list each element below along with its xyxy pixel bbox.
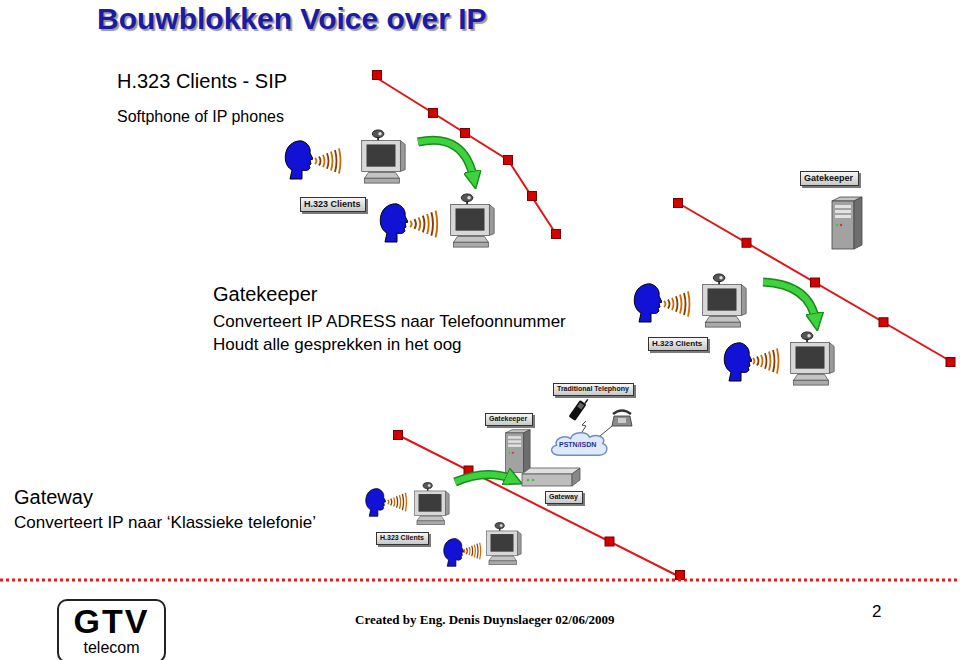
gateway-device [522, 474, 572, 486]
network-node [946, 358, 955, 367]
computer-icon [791, 332, 835, 385]
call-arrow [455, 474, 514, 482]
call-arrow [455, 474, 514, 482]
network-node [373, 71, 382, 80]
speaker-head [380, 204, 408, 242]
description-text: Houdt alle gesprekken in het oog [213, 335, 462, 355]
subheading: Softphone of IP phones [117, 108, 284, 126]
computer-icon [487, 523, 522, 565]
mobile-phone [577, 402, 584, 409]
network-node [676, 571, 685, 580]
speaker-head [724, 343, 752, 381]
call-arrow [763, 282, 816, 322]
node-text: Gatekeeper [489, 415, 527, 423]
logo-text: telecom [83, 640, 139, 657]
call-arrow [763, 282, 816, 322]
network-node [461, 129, 470, 138]
description-text: Converteert IP ADRESS naar Telefoonnumme… [213, 312, 566, 332]
network-cloud: PSTN/ISDN [548, 430, 609, 457]
network-node [879, 318, 888, 327]
device-label: Traditional Telephony [553, 383, 634, 396]
speaker-head [444, 539, 464, 567]
gateway-device [532, 479, 535, 482]
computer-icon [415, 483, 450, 525]
computer-icon [362, 130, 406, 183]
cloud-outline [552, 433, 607, 455]
desk-phone [618, 418, 626, 423]
device-label: Gateway [545, 491, 583, 504]
call-arrow [763, 282, 816, 322]
call-arrow [418, 140, 474, 180]
logo-text: GTV [74, 604, 150, 640]
network-node [528, 192, 537, 201]
network-node [605, 537, 614, 546]
gateway-device [527, 479, 530, 482]
mobile-phone [569, 396, 590, 421]
mobile-phone [569, 400, 587, 421]
sound-waves [753, 348, 779, 373]
sound-waves [388, 493, 407, 511]
desk-phone [612, 416, 632, 426]
speaker-head [285, 141, 313, 179]
section-heading: Gateway [14, 486, 93, 509]
speaker-head [366, 489, 386, 517]
section-heading: Gatekeeper [213, 283, 318, 306]
gateway-device [522, 468, 580, 474]
network-node [674, 199, 683, 208]
gateway-device [572, 468, 580, 486]
device-label: H.323 Clients [300, 197, 366, 212]
computer-icon [703, 274, 747, 327]
server-tower [506, 430, 531, 473]
network-line [678, 203, 952, 362]
network-node [504, 156, 513, 165]
separator-line [0, 579, 960, 582]
page-number: 2 [872, 602, 881, 622]
description-text: Converteert IP naar ‘Klassieke telefonie… [14, 513, 316, 533]
slide-title: Bouwblokken Voice over IP [97, 2, 487, 37]
node-text: H.323 Clients [304, 199, 361, 210]
device-label: Gatekeeper [800, 171, 859, 186]
network-node [394, 431, 403, 440]
node-text: H.323 Clients [652, 339, 702, 349]
section-heading: H.323 Clients - SIP [117, 70, 287, 93]
speaker-head [634, 284, 662, 322]
device-label: H.323 Clients [648, 337, 708, 351]
network-line [398, 435, 680, 577]
telephony-link [600, 426, 612, 436]
device-label: H.323 Clients [376, 532, 429, 545]
node-text: Gatekeeper [804, 173, 853, 184]
sound-waves [315, 148, 341, 173]
telephony-link [582, 421, 586, 432]
computer-icon [451, 194, 495, 247]
sound-waves [410, 211, 437, 238]
desk-phone [612, 411, 632, 427]
mobile-phone [585, 399, 588, 403]
device-label: Gatekeeper [485, 413, 533, 426]
network-node [811, 278, 820, 287]
desk-phone [613, 411, 631, 415]
call-arrow [418, 140, 474, 180]
node-text: H.323 Clients [380, 534, 424, 542]
gateway-device [522, 468, 580, 486]
company-logo: GTVtelecom [57, 599, 166, 660]
call-arrow [455, 474, 514, 482]
network-node [429, 109, 438, 118]
network-node [742, 238, 751, 247]
author-credit: Created by Eng. Denis Duynslaeger 02/06/… [355, 613, 615, 628]
sound-waves [664, 291, 690, 316]
call-arrow [418, 140, 474, 180]
server-tower [832, 197, 862, 249]
sound-waves [464, 543, 481, 560]
node-text: PSTN/ISDN [559, 441, 596, 449]
node-text: Traditional Telephony [557, 385, 629, 393]
node-text: Gateway [549, 493, 578, 501]
network-node [552, 230, 561, 239]
